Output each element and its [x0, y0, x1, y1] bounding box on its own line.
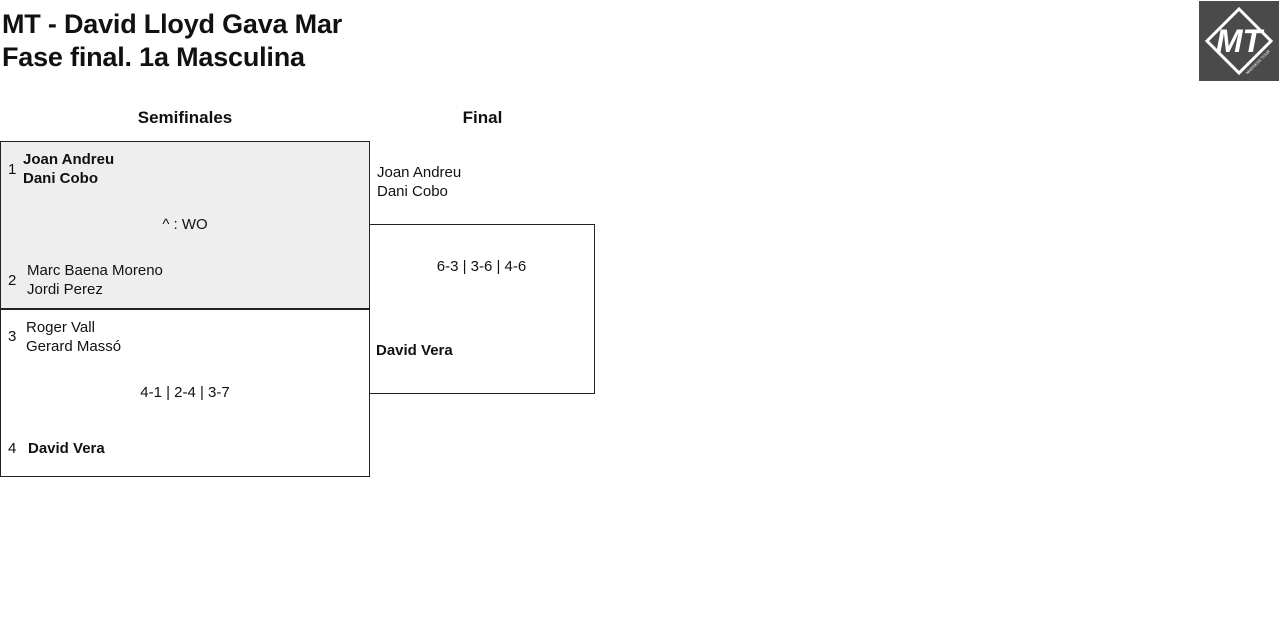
round-header-final: Final	[462, 108, 503, 127]
player-name: David Vera	[28, 440, 105, 457]
seed-number: 4	[8, 440, 17, 457]
seed-number: 3	[8, 328, 17, 345]
player-name: David Vera	[376, 342, 453, 359]
match-result: 4-1 | 2-4 | 3-7	[140, 384, 230, 401]
match-result: ^ : WO	[162, 216, 208, 233]
seed-number: 1	[8, 161, 17, 178]
seed-number: 2	[8, 272, 17, 289]
round-header-semifinals: Semifinales	[137, 108, 233, 127]
mt-logo: MT MADNESS TOUR	[1199, 1, 1279, 81]
player-name: Joan Andreu	[23, 151, 115, 168]
team-entry[interactable]: David Vera	[28, 439, 105, 458]
player-name: Gerard Massó	[26, 338, 122, 355]
team-entry[interactable]: Roger Vall Gerard Massó	[26, 318, 121, 356]
final-match[interactable]: 6-3 | 3-6 | 4-6 David Vera	[369, 224, 595, 394]
semifinal-match-1[interactable]: 1 Joan Andreu Dani Cobo ^ : WO 2 Marc Ba…	[0, 141, 370, 310]
team-entry[interactable]: Joan Andreu Dani Cobo	[23, 150, 114, 188]
logo-icon: MT MADNESS TOUR	[1204, 6, 1274, 76]
player-name: Marc Baena Moreno	[27, 262, 163, 279]
final-team-2[interactable]: David Vera	[376, 341, 453, 360]
tournament-title: MT - David Lloyd Gava Mar	[2, 9, 343, 39]
semifinal-match-2[interactable]: 3 Roger Vall Gerard Massó 4-1 | 2-4 | 3-…	[0, 308, 370, 477]
logo-letters: MT	[1216, 23, 1265, 59]
player-name: Jordi Perez	[27, 281, 103, 298]
page-title: MT - David Lloyd Gava Mar Fase final. 1a…	[2, 8, 342, 74]
player-name: Joan Andreu	[377, 164, 462, 181]
team-entry[interactable]: Marc Baena Moreno Jordi Perez	[27, 261, 163, 299]
player-name: Dani Cobo	[377, 183, 448, 200]
phase-title: Fase final. 1a Masculina	[2, 42, 305, 72]
player-name: Roger Vall	[26, 319, 95, 336]
final-team-1[interactable]: Joan Andreu Dani Cobo	[377, 163, 461, 201]
player-name: Dani Cobo	[23, 170, 98, 187]
match-result: 6-3 | 3-6 | 4-6	[436, 258, 527, 275]
